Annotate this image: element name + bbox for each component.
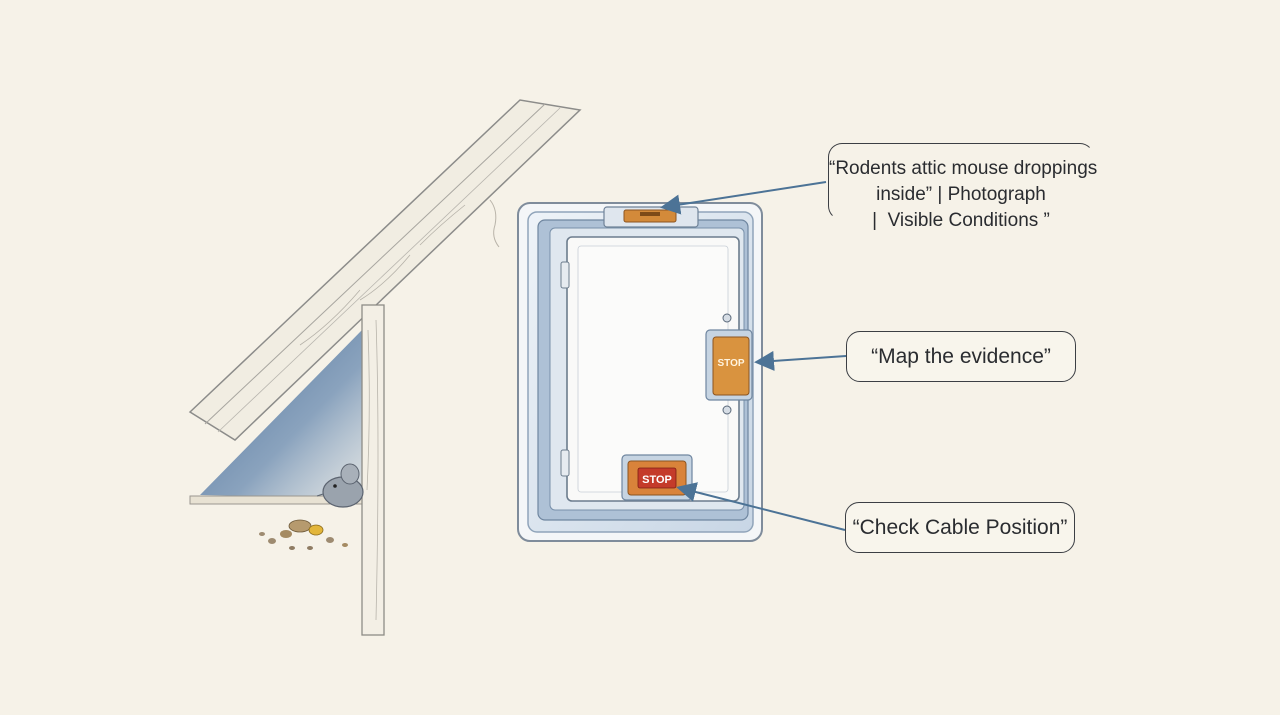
callout-top: “Rodents attic mouse droppings inside” |… xyxy=(828,143,1098,231)
callout-top-line-1: “Rodents attic mouse droppings xyxy=(829,158,1098,179)
droppings-icon xyxy=(259,519,348,550)
side-stop-tab: STOP xyxy=(705,329,753,401)
hinge-icon xyxy=(560,449,570,477)
mouse-icon xyxy=(316,463,364,508)
top-latch xyxy=(603,206,699,228)
leader-arrow-top xyxy=(660,181,827,215)
side-stop-label: STOP xyxy=(717,358,744,369)
callout-top-line-3: | Visible Conditions ” xyxy=(872,210,1050,231)
bottom-stop-label: STOP xyxy=(642,474,672,486)
leader-arrow-middle xyxy=(754,350,847,371)
access-panel: STOP STOP xyxy=(517,202,763,542)
callout-top-line-2: inside” | Photograph xyxy=(876,184,1046,205)
rafter-beam xyxy=(188,99,582,441)
callout-middle: “Map the evidence” xyxy=(846,331,1076,382)
leader-arrow-bottom xyxy=(676,482,846,531)
callout-bottom: “Check Cable Position” xyxy=(845,502,1075,553)
screw-icon xyxy=(722,405,732,415)
attic-shadow xyxy=(200,330,362,498)
hinge-icon xyxy=(560,261,570,289)
wall-crack xyxy=(489,199,500,248)
bottom-stop-plate: STOP xyxy=(621,454,693,501)
vertical-post xyxy=(361,304,385,636)
callout-middle-text: “Map the evidence” xyxy=(871,345,1051,368)
callout-bottom-text: “Check Cable Position” xyxy=(852,516,1068,539)
screw-icon xyxy=(722,313,732,323)
